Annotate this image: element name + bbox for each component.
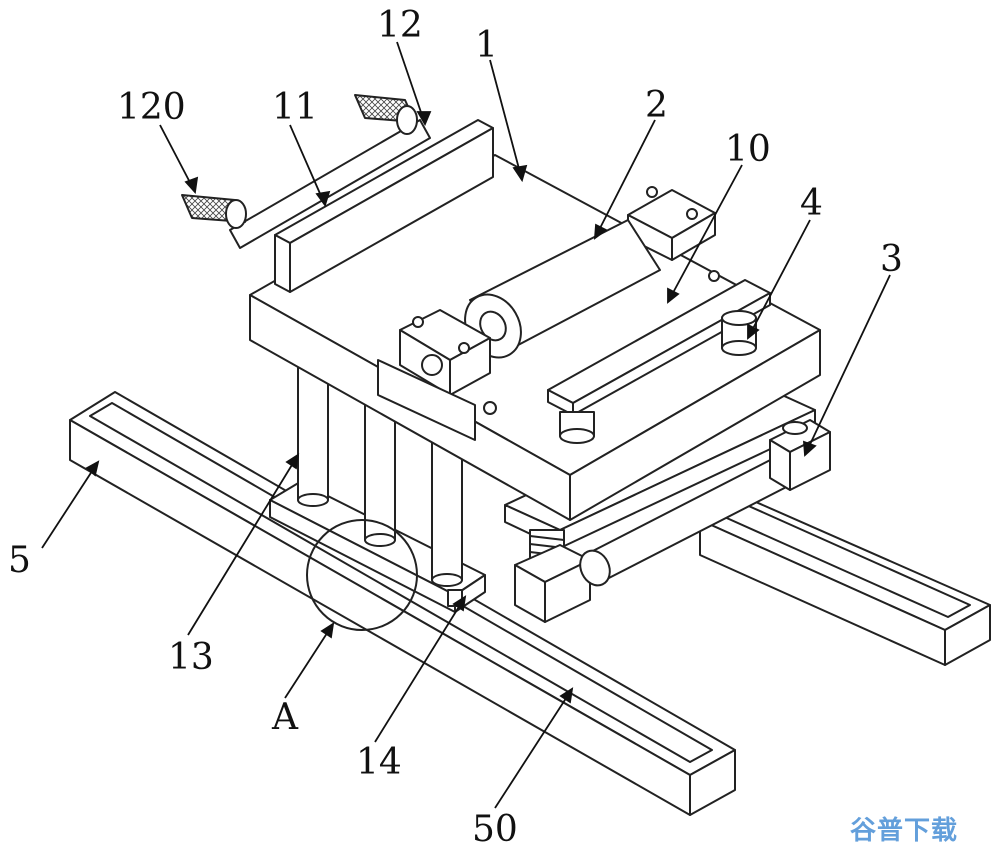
label-50: 50 <box>472 809 518 850</box>
label-12: 12 <box>377 5 423 46</box>
top-bar <box>274 119 494 293</box>
label-2: 2 <box>645 85 668 126</box>
handle-assembly <box>181 94 431 249</box>
label-11: 11 <box>272 87 318 128</box>
label-3: 3 <box>880 239 903 280</box>
label-5: 5 <box>8 540 31 581</box>
label-1: 1 <box>475 25 498 66</box>
label-120: 120 <box>117 87 186 128</box>
label-10: 10 <box>725 129 771 170</box>
site-watermark: 谷普下载 <box>849 816 958 846</box>
label-14: 14 <box>356 742 402 783</box>
detail-circle-a <box>306 519 418 631</box>
label-13: 13 <box>168 637 214 678</box>
guide-bar <box>547 270 771 444</box>
main-roller <box>377 186 716 441</box>
label-a: A <box>272 697 298 738</box>
label-4: 4 <box>800 183 823 224</box>
